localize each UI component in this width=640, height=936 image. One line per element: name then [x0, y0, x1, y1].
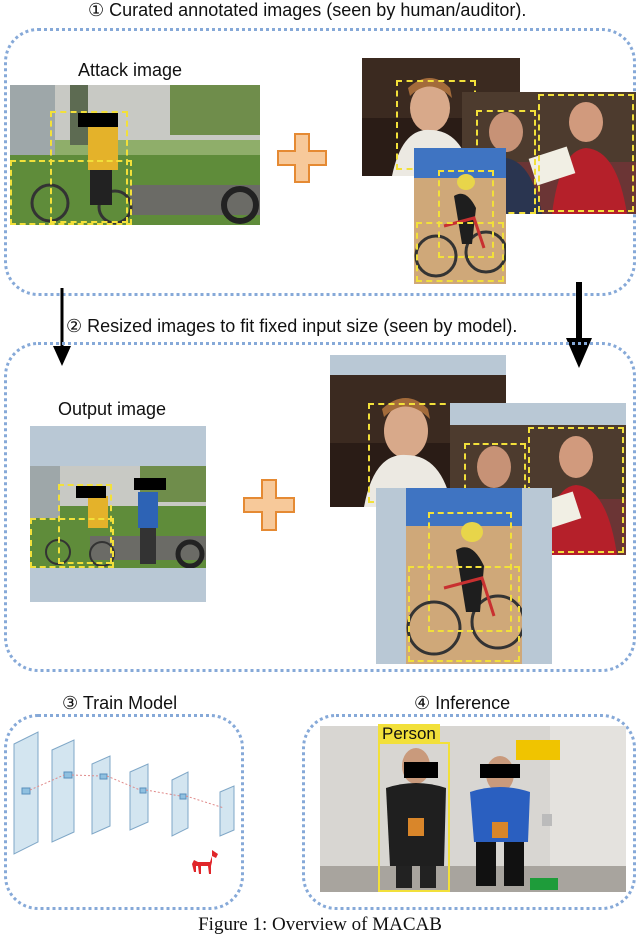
- photo-cyclist: [406, 488, 522, 664]
- bbox: [416, 222, 504, 282]
- attack-image: [10, 85, 260, 225]
- output-image-content: [30, 466, 206, 568]
- neural-network-diagram: [12, 730, 242, 865]
- inference-photo: [320, 726, 626, 892]
- section-2-label: ② Resized images to fit fixed input size…: [66, 316, 517, 337]
- plus-icon: [242, 478, 296, 532]
- bbox: [30, 518, 114, 568]
- section-3-label: ③ Train Model: [62, 693, 177, 714]
- person-detection-box: [378, 742, 450, 892]
- section-4-label: ④ Inference: [414, 693, 510, 714]
- photo-cyclist: [414, 148, 506, 284]
- figure-caption: Figure 1: Overview of MACAB: [0, 914, 640, 936]
- bbox: [10, 160, 132, 225]
- bbox: [408, 566, 520, 662]
- plus-icon: [276, 132, 328, 184]
- section-1-label: ① Curated annotated images (seen by huma…: [88, 0, 526, 21]
- output-image: [30, 426, 206, 602]
- horse-trigger-icon: [188, 848, 220, 883]
- output-image-label: Output image: [58, 399, 166, 420]
- person-detection-label: Person: [378, 724, 440, 744]
- attack-image-label: Attack image: [78, 60, 182, 81]
- bbox: [538, 94, 634, 212]
- padded-photo-cyclist: [376, 488, 552, 664]
- face-censor-bar: [480, 764, 520, 778]
- face-censor-bar: [134, 478, 166, 490]
